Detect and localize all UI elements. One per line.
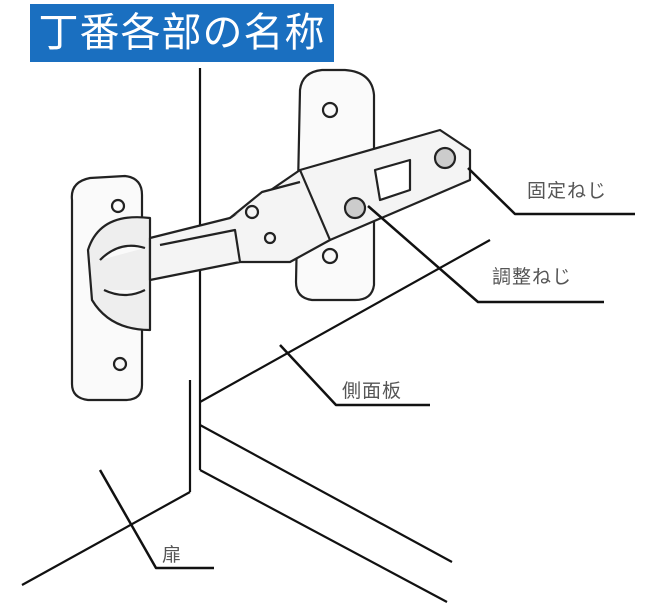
diagram-title: 丁番各部の名称	[30, 4, 334, 62]
label-side-panel: 側面板	[342, 380, 403, 402]
label-door: 扉	[162, 544, 183, 566]
label-fixing-screw: 固定ねじ	[527, 180, 608, 202]
hinge-arm	[148, 128, 472, 282]
hinge-cup-plate	[70, 174, 152, 402]
label-adjusting-screw: 調整ねじ	[492, 266, 573, 288]
leader-lines	[98, 167, 635, 570]
